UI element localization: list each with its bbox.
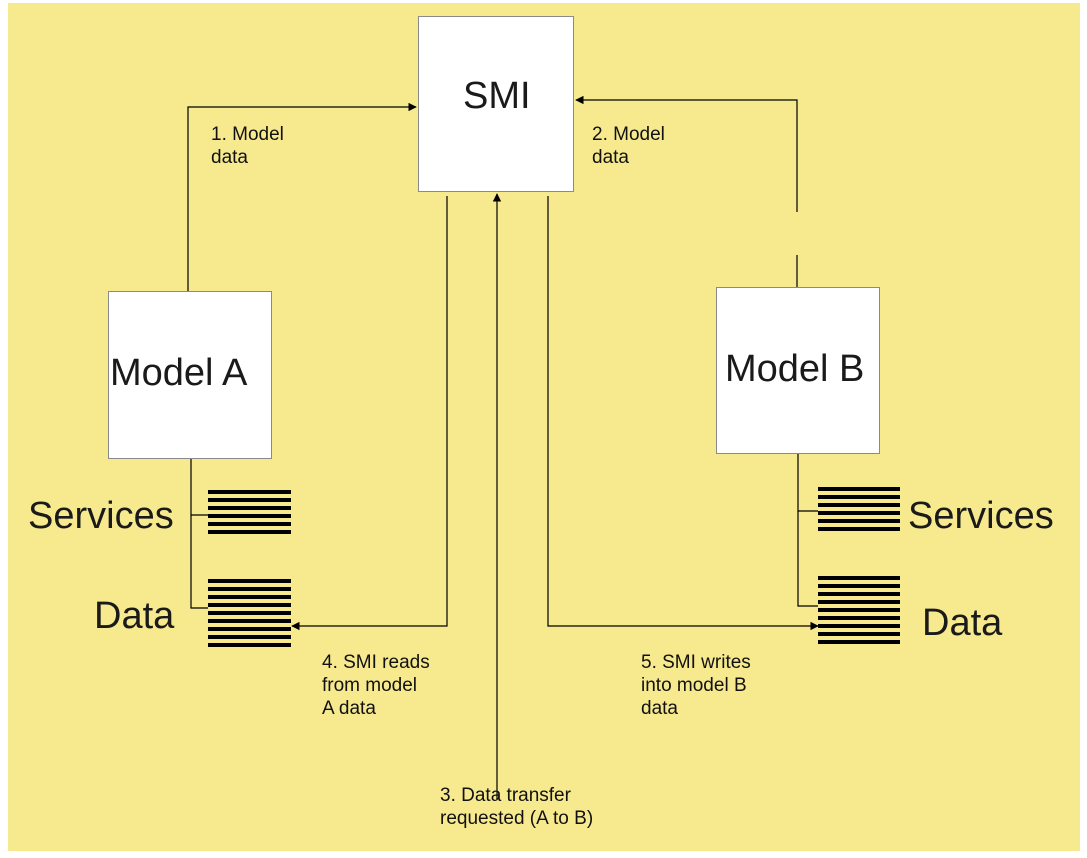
smi-box: SMI [418,16,574,192]
model-a-services-label: Services [28,495,174,537]
arrow-smi-writes-model-b [547,196,819,631]
model-b-data-connector [797,511,818,607]
model-b-data-label: Data [922,602,1003,644]
arrow-model-a-to-smi [187,102,417,292]
arrow-model-b-to-smi-upper [575,95,798,212]
model-b-box: Model B [716,287,880,454]
model-a-services-connector [190,459,208,516]
model-b-services-label: Services [908,495,1054,537]
model-a-box: Model A [108,291,272,459]
model-b-label: Model B [725,348,865,390]
model-b-services-connector [797,454,818,512]
model-a-data-stack [208,579,291,651]
model-a-data-connector [190,515,208,609]
model-a-label: Model A [110,352,248,394]
model-b-services-stack [818,487,900,535]
model-a-services-stack [208,490,291,538]
model-a-data-label: Data [94,595,175,637]
arrow-smi-reads-model-a [291,196,448,631]
smi-label: SMI [463,75,531,117]
model-b-data-stack [818,576,900,648]
